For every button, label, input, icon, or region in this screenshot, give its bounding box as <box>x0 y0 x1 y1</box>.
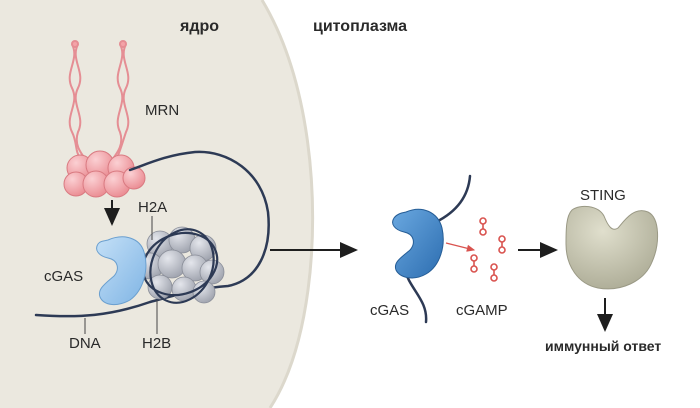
mrn-label: MRN <box>145 102 179 119</box>
cgamp-molecule <box>490 263 498 282</box>
nucleus-region <box>0 0 313 408</box>
cgamp-molecule <box>498 235 506 254</box>
cgamp-label: cGAMP <box>456 302 508 319</box>
dna-strand-nucleus <box>34 150 270 318</box>
cgas-cytoplasm-label: cGAS <box>370 302 409 319</box>
cgas-to-cgamp-arrow <box>445 242 476 252</box>
nuclear-envelope <box>260 0 315 408</box>
cgas-nucleus-protein <box>96 236 147 305</box>
cgas-cytoplasm-protein <box>392 208 444 279</box>
h2b-label: H2B <box>142 335 171 352</box>
cgas-nucleus-label: cGAS <box>44 268 83 285</box>
cgamp-molecule <box>470 254 478 273</box>
dna-label: DNA <box>69 335 101 352</box>
cytoplasm-label: цитоплазма <box>313 18 407 35</box>
sting-protein <box>565 205 658 290</box>
immune-response-label: иммунный ответ <box>545 338 661 354</box>
mrn-complex <box>63 150 146 198</box>
sting-label: STING <box>580 187 626 204</box>
nucleus-label: ядро <box>179 18 219 35</box>
cgamp-molecule <box>479 217 487 236</box>
mrn-arms <box>68 40 130 161</box>
cgamp-molecules <box>470 217 506 282</box>
h2a-label: H2A <box>138 199 167 216</box>
